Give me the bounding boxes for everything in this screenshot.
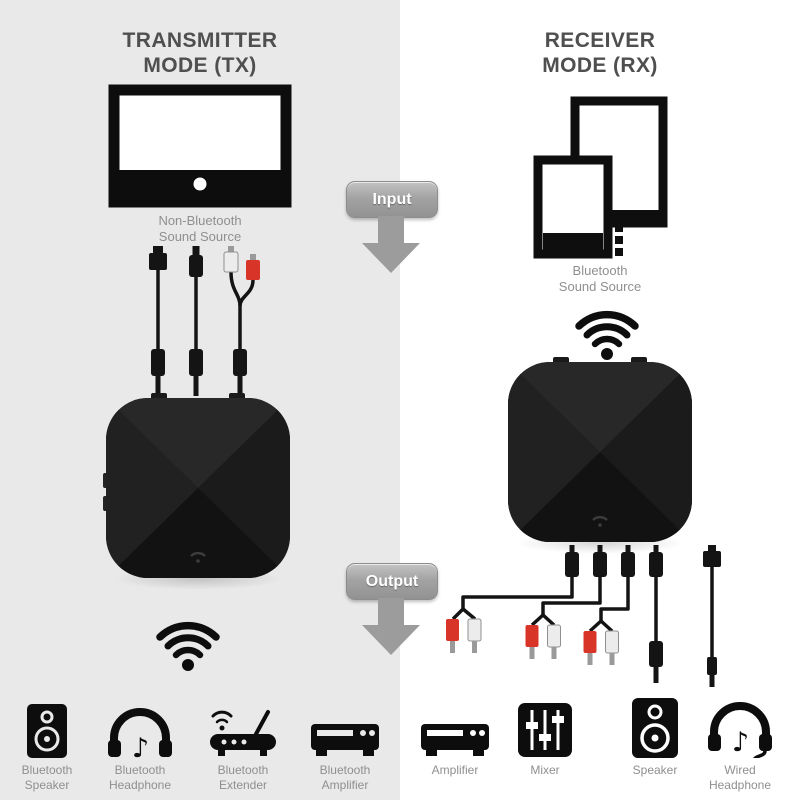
tx-source-label: Non-Bluetooth Sound Source [158,213,242,245]
rx-output-mixer: Mixer [502,698,588,778]
input-arrow-icon [362,243,420,273]
rx-output-wired-headphone: ♪ Wired Headphone [697,698,783,793]
tx-output-bluetooth-speaker: Bluetooth Speaker [4,698,90,793]
output-arrow-icon [362,625,420,655]
device-label: Amplifier [431,763,479,777]
device-label: Wired Headphone [708,763,772,792]
rx-wireless-signal-icon [575,310,639,360]
tx-output-bluetooth-extender: Bluetooth Extender [200,698,286,793]
bluetooth-amplifier-icon [309,698,381,758]
rx-output-amplifier: Amplifier [412,698,498,778]
device-label: Bluetooth Headphone [108,763,172,792]
device-label: Bluetooth Amplifier [319,763,371,792]
rx-title: RECEIVER MODE (RX) [542,29,658,78]
device-label: Bluetooth Extender [217,763,269,792]
rx-device-icon [508,357,692,542]
tx-title: TRANSMITTER MODE (TX) [122,29,278,78]
phone-tablet-icon [533,96,668,259]
tx-cables-icon [149,246,260,396]
bluetooth-headphone-icon: ♪ [107,698,173,758]
mixer-icon [517,698,573,758]
input-button: Input [346,181,438,218]
output-arrow-shaft [378,598,404,625]
device-label: Speaker [632,763,678,777]
rx-source-label: Bluetooth Sound Source [558,263,642,295]
rx-cables-icon [446,545,721,687]
tx-device-icon [103,393,290,578]
rx-output-speaker: Speaker [612,698,698,778]
speaker-icon [630,698,680,758]
bluetooth-extender-icon [208,698,278,758]
device-label: Bluetooth Speaker [21,763,73,792]
device-label: Mixer [530,763,560,777]
wired-headphone-icon: ♪ [707,698,773,758]
amplifier-icon [419,698,491,758]
svg-text:♪: ♪ [732,727,749,758]
svg-text:♪: ♪ [132,733,149,758]
tx-wireless-signal-icon [156,621,220,671]
input-arrow-shaft [378,216,404,243]
tv-icon [108,84,292,208]
bluetooth-speaker-icon [25,698,69,758]
tx-output-bluetooth-headphone: ♪ Bluetooth Headphone [97,698,183,793]
tx-output-bluetooth-amplifier: Bluetooth Amplifier [302,698,388,793]
